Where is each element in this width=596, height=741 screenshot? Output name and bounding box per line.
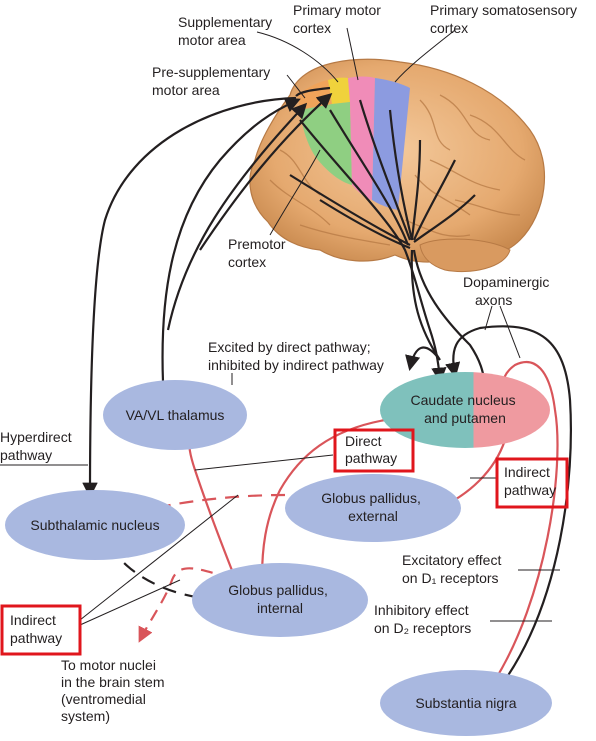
primary-somatosensory-cortex-region (372, 78, 410, 210)
to-motor-nuclei-label: To motor nuclei in the brain stem (ventr… (61, 657, 168, 724)
thalamus-to-cortex-arrow-2 (166, 102, 308, 331)
gpe-shape (285, 474, 461, 542)
leader-indirect-left-2 (79, 579, 181, 626)
leader-supplementary (256, 31, 339, 83)
caudate-putamen-shape (380, 372, 550, 448)
gpe-label: Globus pallidus, external (321, 490, 425, 524)
cortex-to-caudate-trunk-left (405, 249, 441, 372)
hyperdirect-pathway-arrow (82, 96, 297, 499)
node-caudate-putamen: Caudate nucleus and putamen (380, 372, 550, 448)
leader-lines (0, 27, 560, 626)
cortex-to-caudate-fiber-8 (289, 174, 411, 246)
excitatory-effect-label: Excitatory effect on D₁ receptors (402, 552, 505, 586)
substantia-nigra-label: Substantia nigra (415, 695, 516, 711)
indirect-pathway-left-label: Indirect pathway (10, 612, 62, 646)
indirect-pathway-left-highlight (0, 604, 82, 656)
excitatory-pathways (82, 86, 572, 681)
leader-primary-motor (346, 27, 359, 81)
leader-pre-supplementary (286, 74, 306, 99)
cortex-to-caudate-fiber-6 (412, 159, 456, 241)
cortex-to-caudate-fiber-3 (358, 99, 412, 241)
dopaminergic-axon-red (494, 360, 559, 681)
node-substantia-nigra: Substantia nigra (380, 670, 552, 736)
direct-pathway-label: Direct pathway (345, 433, 397, 466)
leader-dopaminergic (484, 305, 493, 331)
brain-gyri (269, 94, 526, 246)
node-subthalamic-nucleus: Subthalamic nucleus (5, 490, 185, 560)
direct-caudate-to-gpi-arrow (254, 418, 386, 582)
leader-somatosensory (394, 29, 456, 83)
gpi-label: Globus pallidus, internal (228, 582, 332, 616)
leader-indirect-left-1 (79, 494, 239, 621)
cortex-to-caudate-fiber-5 (410, 139, 422, 241)
node-globus-pallidus-internal: Globus pallidus, internal (192, 563, 368, 637)
excited-inhibited-label: Excited by direct pathway; inhibited by … (208, 339, 384, 373)
cortex-to-caudate-fiber-2 (329, 109, 410, 246)
hyperdirect-pathway-label: Hyperdirect pathway (0, 429, 75, 463)
dopaminergic-axons-label: Dopaminergic axons (463, 274, 553, 308)
caudate-putamen-label: Caudate nucleus and putamen (411, 392, 520, 426)
gpi-to-motor-nuclei-arrow (138, 567, 233, 643)
node-va-vl-thalamus: VA/VL thalamus (103, 380, 247, 450)
primary-somatosensory-cortex-label: Primary somatosensory cortex (430, 2, 581, 36)
inhibitory-effect-label: Inhibitory effect on D₂ receptors (374, 602, 473, 636)
cortex-to-caudate-fiber-4 (388, 109, 414, 241)
leader-dopaminergic-2 (499, 305, 521, 359)
pre-supplementary-motor-area-label: Pre-supplementary motor area (152, 64, 274, 98)
direct-pathway-highlight (333, 428, 415, 473)
premotor-cortex-label: Premotor cortex (228, 236, 289, 270)
primary-motor-cortex-label: Primary motor cortex (293, 2, 385, 36)
va-vl-thalamus-shape (103, 380, 247, 450)
va-vl-thalamus-label: VA/VL thalamus (126, 407, 225, 423)
supplementary-motor-area-label: Supplementary motor area (178, 14, 276, 48)
gpi-to-thalamus-arrow (180, 431, 237, 579)
dopaminergic-axon-black (445, 325, 572, 681)
cortex-to-sma-arrow (295, 86, 331, 97)
cortex-to-caudate-fiber-7 (413, 194, 476, 243)
thalamus-to-cortex-arrow-3 (199, 92, 333, 251)
node-globus-pallidus-external: Globus pallidus, external (285, 474, 461, 542)
subthalamic-nucleus-shape (5, 490, 185, 560)
substantia-nigra-shape (380, 670, 552, 736)
cortex-to-caudate-trunk-right (412, 249, 492, 392)
indirect-pathway-right-label: Indirect pathway (504, 464, 556, 498)
primary-motor-cortex-region (348, 76, 375, 200)
gpi-shape (192, 563, 368, 637)
cortex-to-caudate-fiber-9 (319, 199, 411, 250)
indirect-pathway-right-highlight (495, 457, 569, 509)
leader-premotor (269, 149, 321, 236)
cerebellum (419, 238, 511, 273)
supplementary-motor-area-region (328, 77, 350, 104)
leader-direct (194, 454, 334, 471)
subthalamic-nucleus-label: Subthalamic nucleus (30, 517, 159, 533)
thalamus-to-cortex-arrow (161, 97, 301, 383)
